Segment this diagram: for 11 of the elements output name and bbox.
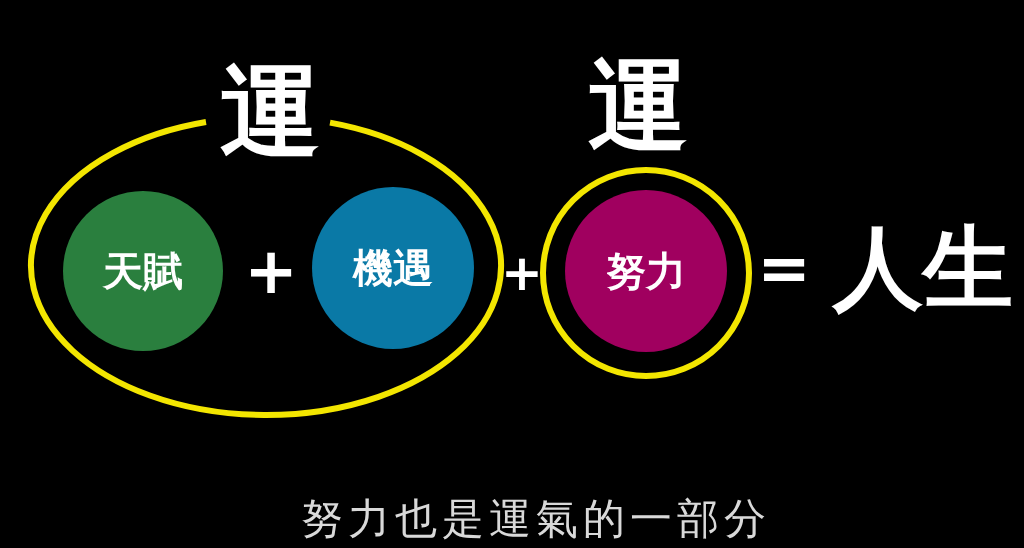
plus-sign: +: [244, 239, 298, 303]
group-heading: 運: [220, 62, 320, 162]
result-text: 人生: [833, 223, 1013, 313]
group-heading: 運: [588, 56, 688, 156]
subtitle-text: 努力也是運氣的一部分: [301, 498, 771, 540]
plus-sign: +: [501, 248, 543, 298]
node-label: 努力: [606, 251, 686, 291]
equals-sign: =: [757, 236, 811, 300]
node-label: 天賦: [103, 251, 183, 291]
node-label: 機遇: [353, 248, 433, 288]
circle-node: [565, 190, 727, 352]
